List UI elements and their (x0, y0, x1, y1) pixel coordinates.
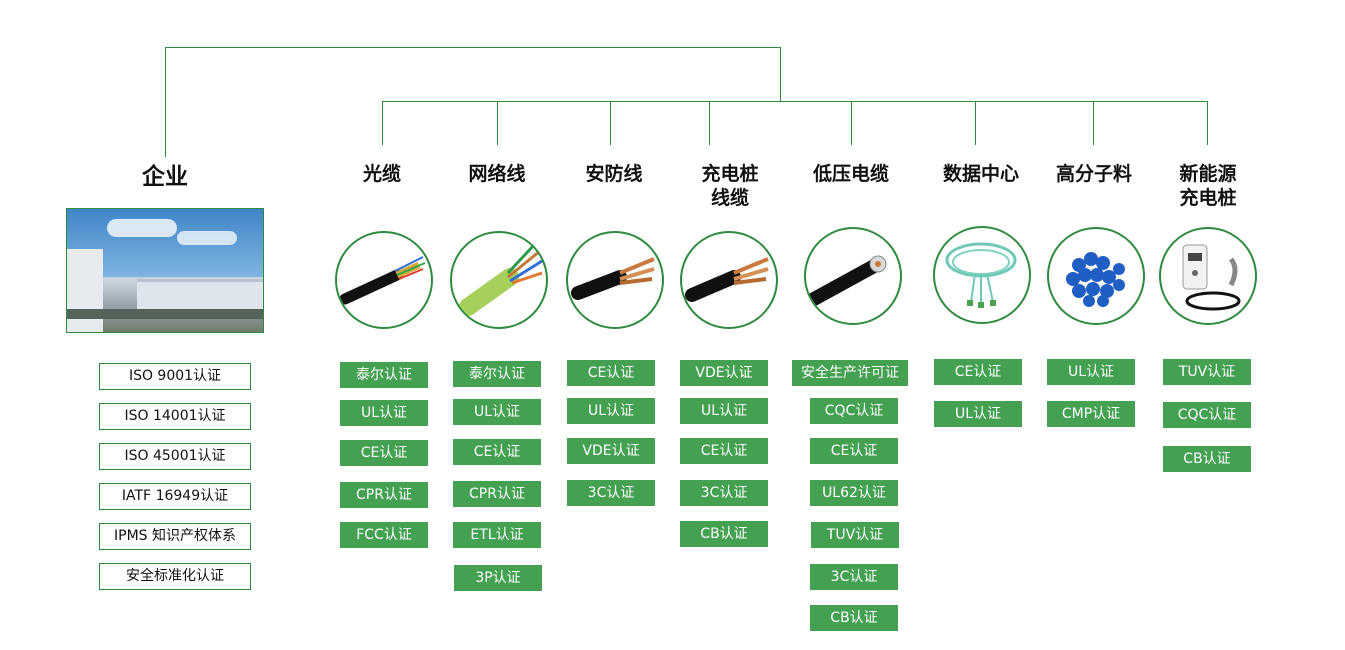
cert-badge: CE认证 (680, 438, 768, 464)
cert-badge: VDE认证 (680, 360, 768, 386)
ev-charger-icon (1159, 227, 1257, 325)
company-cert: ISO 14001认证 (99, 403, 251, 430)
data-center-fiber-icon (933, 226, 1031, 324)
cert-badge: UL认证 (567, 398, 655, 424)
company-cert: ISO 45001认证 (99, 443, 251, 470)
cert-badge: CB认证 (810, 605, 898, 631)
cert-badge: CQC认证 (1163, 402, 1251, 428)
connector-drop-4 (709, 101, 710, 145)
cert-badge: ETL认证 (453, 522, 541, 548)
company-cert: ISO 9001认证 (99, 363, 251, 390)
category-title-security: 安防线 (585, 163, 643, 185)
cert-badge: CE认证 (810, 438, 898, 464)
company-cert: 安全标准化认证 (99, 563, 251, 590)
cert-badge: TUV认证 (1163, 359, 1251, 385)
company-cert: IATF 16949认证 (99, 483, 251, 510)
category-title-low-voltage: 低压电缆 (812, 163, 889, 185)
factory-photo (66, 208, 264, 333)
fiber-optic-cable-icon (335, 231, 433, 329)
network-cable-icon (450, 231, 548, 329)
cert-badge: 3P认证 (454, 565, 542, 591)
connector-drop-3 (610, 101, 611, 145)
cert-badge: TUV认证 (811, 522, 899, 548)
connector-drop-1 (382, 101, 383, 145)
connector-products-bar (382, 101, 1207, 102)
connector-center-drop (780, 47, 781, 101)
charging-cable-icon (680, 231, 778, 329)
cert-badge: CE认证 (567, 360, 655, 386)
cert-badge: UL认证 (453, 399, 541, 425)
category-title-charging-cable: 充电桩 线缆 (701, 163, 759, 209)
connector-drop-2 (497, 101, 498, 145)
cert-badge: 3C认证 (567, 480, 655, 506)
security-cable-icon (566, 231, 664, 329)
cert-badge: 3C认证 (680, 480, 768, 506)
cert-badge: UL认证 (680, 398, 768, 424)
category-title-data-center: 数据中心 (942, 163, 1019, 185)
connector-top (165, 47, 781, 48)
cert-badge: CQC认证 (810, 398, 898, 424)
company-cert: IPMS 知识产权体系 (99, 523, 251, 550)
cert-badge: CPR认证 (340, 482, 428, 508)
cert-badge: UL认证 (340, 400, 428, 426)
cert-badge: 泰尔认证 (340, 362, 428, 388)
category-title-fiber: 光缆 (362, 163, 401, 185)
cert-badge: CB认证 (680, 521, 768, 547)
connector-drop-6 (975, 101, 976, 145)
company-title: 企业 (142, 164, 188, 190)
cert-badge: 泰尔认证 (453, 361, 541, 387)
cert-badge: 3C认证 (810, 564, 898, 590)
cert-badge: CE认证 (340, 440, 428, 466)
cert-badge: CB认证 (1163, 446, 1251, 472)
cert-badge: UL62认证 (810, 480, 898, 506)
connector-drop-7 (1093, 101, 1094, 145)
category-title-polymer: 高分子料 (1055, 163, 1132, 185)
cert-badge: UL认证 (1047, 359, 1135, 385)
cert-badge: UL认证 (934, 401, 1022, 427)
cert-badge: CPR认证 (453, 481, 541, 507)
connector-drop-5 (851, 101, 852, 145)
cert-badge: CMP认证 (1047, 401, 1135, 427)
cert-badge: CE认证 (934, 359, 1022, 385)
cert-badge: CE认证 (453, 439, 541, 465)
category-title-network: 网络线 (468, 163, 526, 185)
polymer-pellets-icon (1047, 227, 1145, 325)
cert-badge: 安全生产许可证 (792, 360, 908, 386)
cert-badge: VDE认证 (567, 438, 655, 464)
low-voltage-cable-icon (804, 227, 902, 325)
connector-company-drop (165, 47, 166, 157)
connector-drop-8 (1207, 101, 1208, 145)
cert-badge: FCC认证 (340, 522, 428, 548)
category-title-ev-charger: 新能源 充电桩 (1179, 163, 1237, 209)
